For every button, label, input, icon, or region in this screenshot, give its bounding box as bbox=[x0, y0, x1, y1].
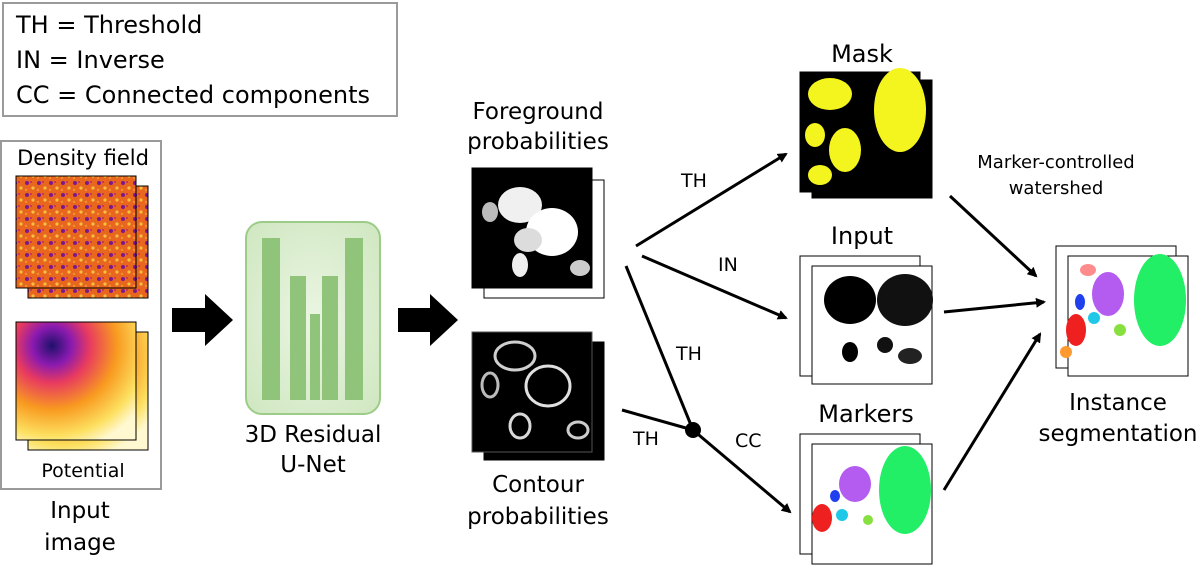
contour-probabilities-image bbox=[471, 331, 605, 461]
edge-markers-to-segmentation bbox=[942, 332, 1042, 491]
edge-input-to-segmentation bbox=[943, 297, 1046, 314]
unet-bar-4 bbox=[322, 276, 338, 400]
contour-label-line1: Contour bbox=[492, 472, 584, 498]
unet-bar-2 bbox=[290, 276, 306, 400]
unet-bar-3 bbox=[310, 314, 320, 400]
density-field-image bbox=[15, 175, 149, 299]
edge-label-th-foreground: TH bbox=[676, 343, 702, 365]
edge-th-foreground-to-junction bbox=[624, 265, 695, 431]
unet-label-line1: 3D Residual bbox=[244, 422, 382, 448]
edge-label-th-contour: TH bbox=[633, 428, 659, 450]
input-title: Input bbox=[830, 222, 894, 250]
edge-label-in: IN bbox=[718, 254, 738, 276]
edge-label-th-mask: TH bbox=[681, 170, 707, 192]
legend-inverse: IN = Inverse bbox=[16, 46, 165, 74]
edge-cc-to-markers bbox=[692, 428, 792, 514]
arrow-unet-to-outputs bbox=[398, 294, 458, 346]
foreground-probabilities-image bbox=[471, 167, 605, 299]
unet-bar-1 bbox=[262, 238, 280, 400]
potential-image bbox=[15, 321, 149, 451]
potential-label: Potential bbox=[41, 460, 125, 482]
watershed-label-line1: Marker-controlled bbox=[977, 152, 1135, 173]
arrow-input-to-unet bbox=[172, 294, 233, 346]
edge-th-contour-to-junction bbox=[621, 408, 694, 432]
unet-block bbox=[245, 221, 381, 415]
legend-threshold: TH = Threshold bbox=[16, 11, 203, 39]
mask-image bbox=[799, 68, 933, 199]
input-image-caption-line1: Input bbox=[50, 498, 110, 524]
edge-in-to-input bbox=[641, 254, 788, 320]
mask-title: Mask bbox=[831, 40, 893, 68]
unet-bar-5 bbox=[345, 238, 363, 400]
contour-label-line2: probabilities bbox=[467, 504, 609, 530]
instance-label-line2: segmentation bbox=[1038, 421, 1198, 447]
foreground-label-line1: Foreground bbox=[472, 99, 604, 125]
instance-label-line1: Instance bbox=[1069, 390, 1167, 416]
edge-label-cc: CC bbox=[735, 430, 762, 452]
watershed-label-line2: watershed bbox=[1008, 178, 1104, 199]
input-image-caption-line2: image bbox=[44, 530, 116, 556]
markers-image bbox=[799, 433, 933, 565]
legend-box: TH = Threshold IN = Inverse CC = Connect… bbox=[2, 2, 398, 117]
density-field-label: Density field bbox=[17, 146, 149, 170]
edge-th-to-mask bbox=[635, 152, 788, 248]
instance-segmentation-image bbox=[1055, 245, 1189, 377]
legend-connected-components: CC = Connected components bbox=[16, 81, 371, 109]
edge-mask-to-segmentation bbox=[948, 194, 1038, 278]
markers-title: Markers bbox=[818, 400, 914, 428]
foreground-label-line2: probabilities bbox=[467, 129, 609, 155]
inverse-input-image bbox=[799, 255, 933, 385]
junction-node bbox=[685, 422, 701, 438]
unet-label-line2: U-Net bbox=[280, 452, 346, 478]
